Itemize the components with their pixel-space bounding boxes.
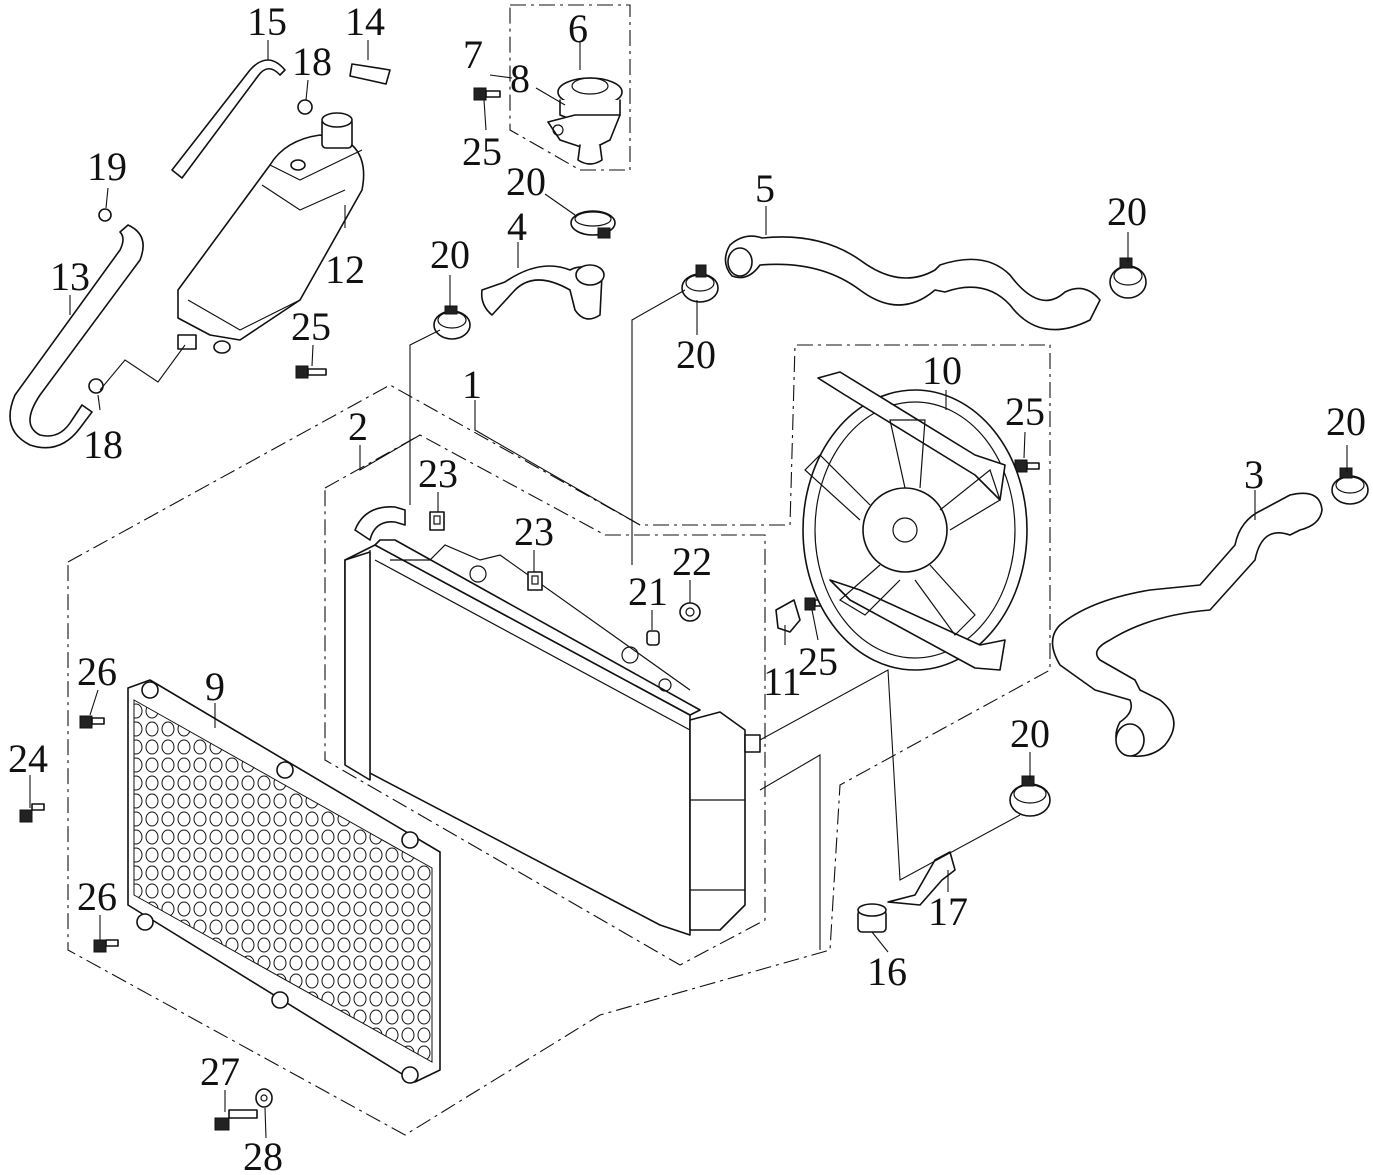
- core-group-outline: [324, 434, 766, 966]
- bolt-icon: [1014, 459, 1040, 473]
- upper-hose: [480, 265, 603, 320]
- callout-25-fan-top: 25: [1005, 389, 1045, 434]
- callout-26-lower: 26: [77, 874, 117, 919]
- cap-strap: [349, 63, 391, 85]
- callout-12: 12: [325, 247, 365, 292]
- callout-7: 7: [463, 32, 483, 77]
- breather-hose: [9, 224, 144, 449]
- callout-2: 2: [348, 404, 368, 449]
- callout-21: 21: [628, 569, 668, 614]
- tank-outlet-line: [99, 344, 186, 391]
- callout-23-left: 23: [418, 451, 458, 496]
- clip-nut-icon: [429, 511, 445, 531]
- filler-neck: [547, 77, 623, 165]
- hose-clip-upper: [297, 99, 313, 115]
- callout-14: 14: [345, 0, 385, 44]
- hose-clip-top: [98, 208, 112, 222]
- hose-clamp-icon: [681, 264, 719, 303]
- callout-25-tank: 25: [291, 304, 331, 349]
- callout-5: 5: [755, 166, 775, 211]
- radiator-core: [344, 506, 761, 936]
- bypass-hose: [724, 235, 1101, 331]
- callout-23-right: 23: [514, 509, 554, 554]
- filler-neck-group-outline: [509, 4, 631, 171]
- callout-13: 13: [50, 254, 90, 299]
- callout-25-fan-bottom: 25: [798, 639, 838, 684]
- leader-lines: [29, 40, 1348, 1139]
- nut-icon: [679, 602, 701, 622]
- washer-icon: [255, 1088, 273, 1108]
- callout-4: 4: [507, 204, 527, 249]
- callout-28: 28: [243, 1134, 283, 1175]
- hose-clamp-icon: [570, 210, 616, 239]
- callout-26-upper: 26: [77, 649, 117, 694]
- callout-8: 8: [510, 56, 530, 101]
- cooling-fan: [802, 371, 1028, 671]
- hose-clamp-icon: [1009, 775, 1051, 817]
- callout-1: 1: [462, 362, 482, 407]
- callout-20-upper-mid: 20: [676, 332, 716, 377]
- clip-nut-icon: [527, 571, 543, 591]
- callout-20-lower: 20: [1010, 711, 1050, 756]
- hose-clamp-icon: [433, 305, 471, 340]
- callout-20-filler: 20: [506, 159, 546, 204]
- bolt-icon: [93, 939, 119, 953]
- callout-19: 19: [87, 144, 127, 189]
- callout-25-filler: 25: [462, 129, 502, 174]
- callout-18-lower: 18: [83, 422, 123, 467]
- overflow-hose: [171, 59, 286, 179]
- callout-16: 16: [867, 949, 907, 994]
- callout-10: 10: [922, 348, 962, 393]
- callout-20-upper-left: 20: [430, 232, 470, 277]
- callout-27: 27: [200, 1049, 240, 1094]
- bolt-icon: [19, 803, 45, 823]
- bolt-icon: [295, 365, 327, 379]
- callout-24: 24: [8, 736, 48, 781]
- lower-hose: [1051, 492, 1323, 758]
- callout-20-upper-right: 20: [1107, 189, 1147, 234]
- hose-clamp-icon: [1331, 467, 1369, 505]
- callout-15: 15: [247, 0, 287, 44]
- grommet: [646, 630, 660, 646]
- hose-clamp-icon: [1109, 257, 1147, 299]
- temp-sensor: [857, 903, 887, 933]
- callout-22: 22: [672, 539, 712, 584]
- callout-11: 11: [763, 659, 802, 704]
- callout-17: 17: [928, 889, 968, 934]
- hose-clip-lower: [88, 378, 104, 394]
- sensor-harness: [887, 851, 956, 906]
- reservoir-tank: [177, 112, 365, 354]
- callout-6: 6: [568, 6, 588, 51]
- callout-20-far-right: 20: [1326, 399, 1366, 444]
- fan-bracket: [775, 599, 801, 633]
- radiator-grille: [127, 679, 441, 1084]
- callout-18-upper: 18: [292, 39, 332, 84]
- callout-9: 9: [205, 664, 225, 709]
- callout-3: 3: [1244, 452, 1264, 497]
- bolt-icon: [79, 715, 105, 729]
- bolt-icon: [473, 87, 501, 101]
- bolt-icon: [214, 1109, 258, 1131]
